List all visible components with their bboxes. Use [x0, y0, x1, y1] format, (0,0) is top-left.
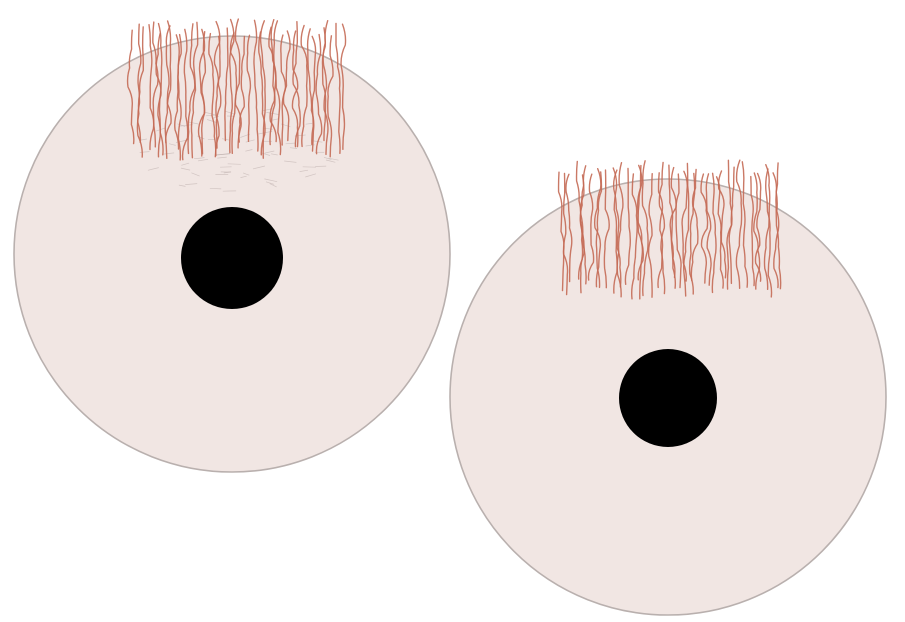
cell-right: [450, 160, 886, 615]
cell-left: [14, 19, 450, 472]
cell-left-nucleus: [181, 207, 283, 309]
cell-right-nucleus: [619, 349, 717, 447]
